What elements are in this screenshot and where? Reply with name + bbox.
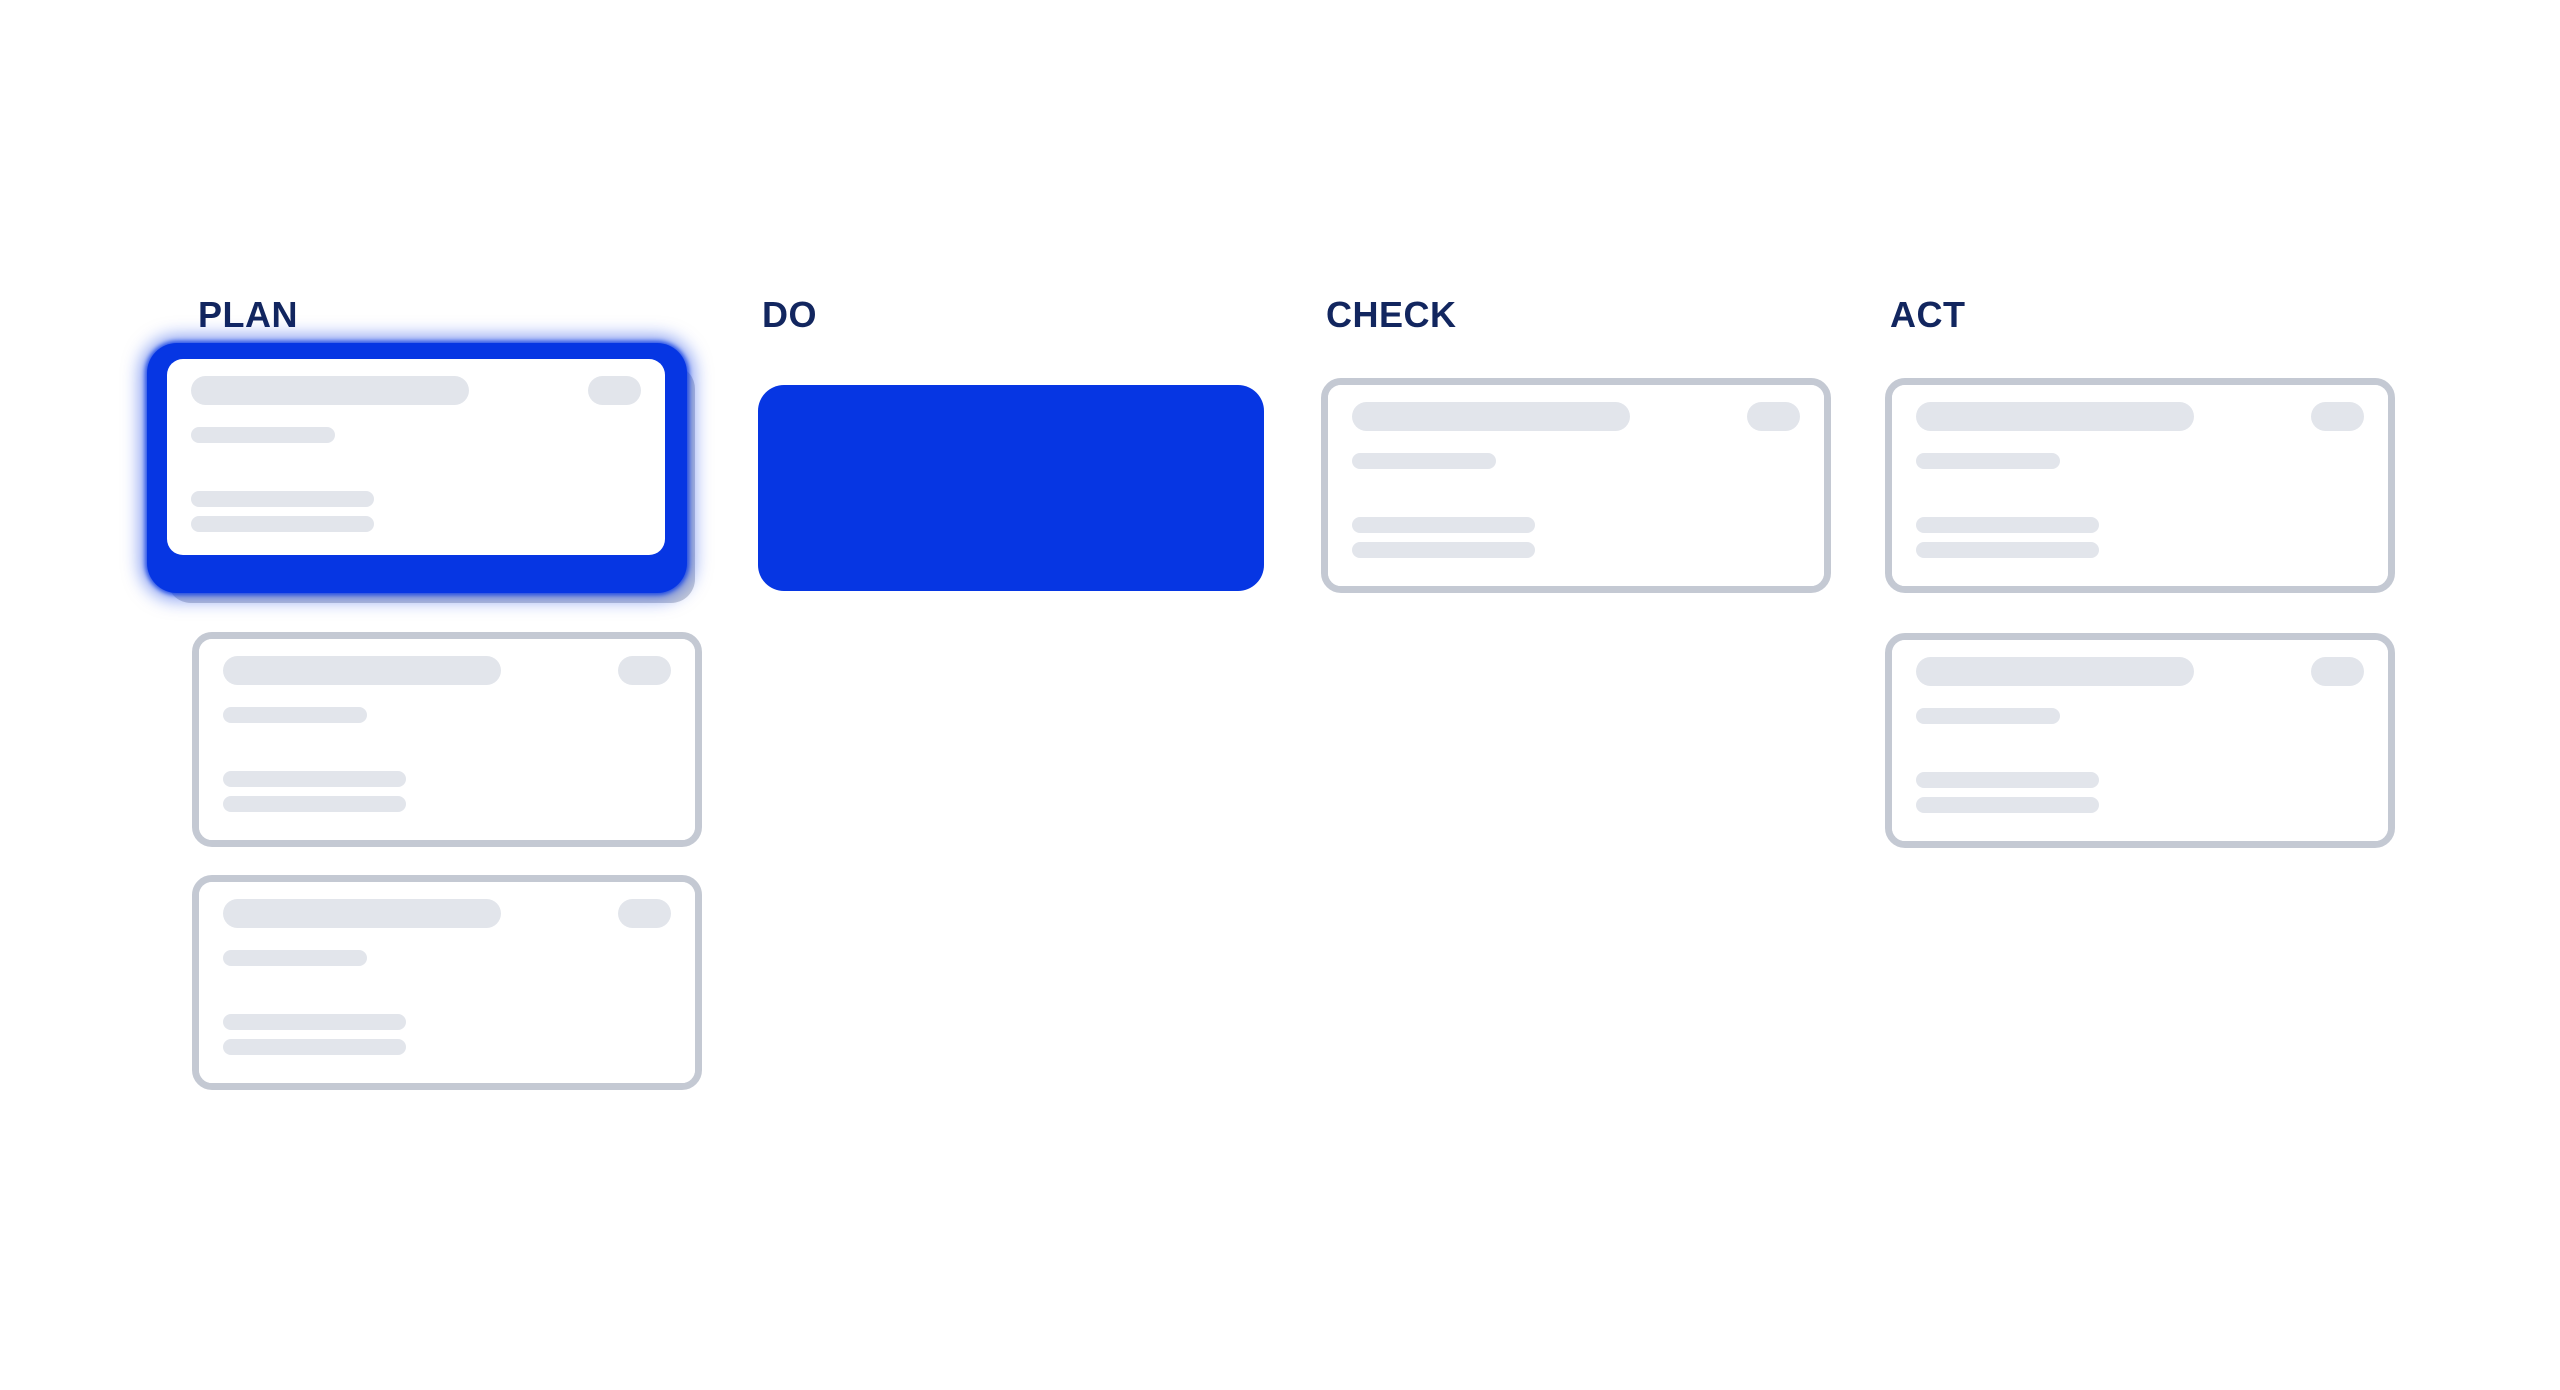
skeleton-title-bar: [1916, 657, 2194, 686]
column-do-header: DO: [762, 294, 817, 335]
skeleton-badge: [588, 376, 641, 405]
skeleton-text-line: [1352, 542, 1535, 558]
skeleton-title-row: [191, 376, 641, 405]
skeleton-title-row: [1916, 657, 2364, 686]
skeleton-title-row: [223, 899, 671, 928]
plan-card-3-body: [199, 882, 695, 1083]
skeleton-badge: [2311, 657, 2364, 686]
skeleton-badge: [1747, 402, 1800, 431]
drop-placeholder[interactable]: [758, 385, 1264, 591]
skeleton-text-line: [1916, 517, 2099, 533]
skeleton-text-line: [191, 516, 374, 532]
skeleton-subtitle-bar: [1352, 453, 1496, 469]
act-card-2[interactable]: [1885, 633, 2395, 848]
column-act-header: ACT: [1890, 294, 1966, 335]
check-card-1[interactable]: [1321, 378, 1831, 593]
skeleton-subtitle-bar: [191, 427, 335, 443]
column-plan-header: PLAN: [198, 294, 298, 335]
column-act: ACT: [1884, 296, 2396, 1296]
plan-card-3[interactable]: [192, 875, 702, 1090]
skeleton-text-line: [1352, 517, 1535, 533]
skeleton-subtitle-bar: [223, 707, 367, 723]
skeleton-text-line: [223, 796, 406, 812]
plan-card-2-body: [199, 639, 695, 840]
skeleton-text-line: [191, 491, 374, 507]
skeleton-text-line: [1916, 542, 2099, 558]
skeleton-subtitle-bar: [1916, 453, 2060, 469]
skeleton-badge: [618, 656, 671, 685]
column-check-header: CHECK: [1326, 294, 1457, 335]
skeleton-title-row: [1916, 402, 2364, 431]
skeleton-subtitle-bar: [1916, 708, 2060, 724]
column-plan: PLAN: [147, 294, 704, 1296]
plan-card-selected-body: [167, 359, 665, 555]
skeleton-title-bar: [223, 656, 501, 685]
skeleton-title-bar: [223, 899, 501, 928]
skeleton-text-line: [223, 1039, 406, 1055]
skeleton-title-row: [1352, 402, 1800, 431]
act-card-1[interactable]: [1885, 378, 2395, 593]
skeleton-text-line: [223, 771, 406, 787]
skeleton-text-line: [1916, 772, 2099, 788]
skeleton-badge: [2311, 402, 2364, 431]
plan-card-selected[interactable]: [147, 343, 687, 593]
plan-card-2[interactable]: [192, 632, 702, 847]
skeleton-title-bar: [1916, 402, 2194, 431]
skeleton-title-bar: [1352, 402, 1630, 431]
skeleton-text-line: [1916, 797, 2099, 813]
check-card-1-body: [1328, 385, 1824, 586]
skeleton-title-bar: [191, 376, 469, 405]
skeleton-text-line: [223, 1014, 406, 1030]
skeleton-title-row: [223, 656, 671, 685]
column-check: CHECK: [1320, 296, 1832, 1296]
act-card-1-body: [1892, 385, 2388, 586]
act-card-2-body: [1892, 640, 2388, 841]
skeleton-subtitle-bar: [223, 950, 367, 966]
column-do: DO: [756, 296, 1268, 1296]
skeleton-badge: [618, 899, 671, 928]
